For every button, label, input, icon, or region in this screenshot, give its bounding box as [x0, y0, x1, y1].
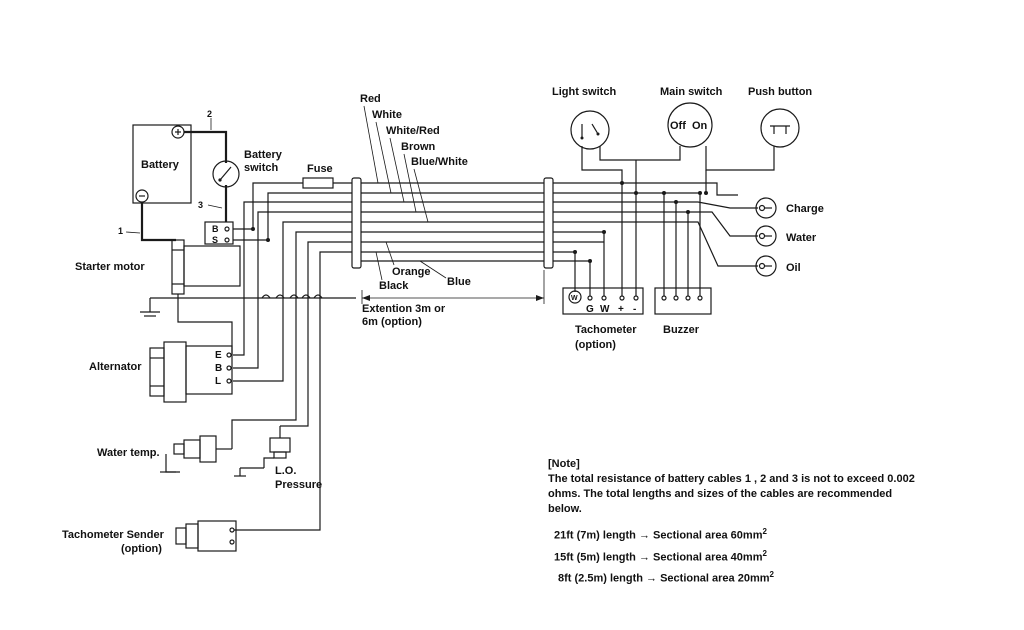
fuse: Fuse [302, 163, 334, 189]
wire-white-red: White/Red [386, 125, 440, 137]
tacho-sender-label-1: Tachometer Sender [62, 529, 165, 541]
extension-label-1: Extention 3m or [362, 303, 446, 315]
alternator: E B L Alternator [89, 341, 233, 403]
push-button-label: Push button [748, 86, 812, 98]
water-temp-sensor: Water temp. [97, 435, 232, 473]
starter-motor: B S Starter motor [75, 221, 241, 295]
note-block: [Note] The total resistance of battery c… [548, 457, 928, 588]
wire-blue-white: Blue/White [411, 156, 468, 168]
battery-cables: 2 3 1 [118, 109, 228, 242]
alt-terminal-l: L [215, 376, 221, 387]
battery-label: Battery [141, 159, 180, 171]
water-temp-label: Water temp. [97, 447, 160, 459]
tach-w-symbol: W [571, 295, 578, 302]
terminal-b: B [212, 224, 219, 234]
cable-1-label: 1 [118, 226, 123, 236]
light-switch[interactable]: Light switch [552, 86, 616, 150]
tacho-sender-label-2: (option) [121, 543, 162, 555]
oil-lamp: Oil [755, 255, 801, 277]
wire-white: White [372, 109, 402, 121]
note-heading: [Note] [548, 458, 580, 470]
water-lamp: Water [755, 225, 817, 247]
tachometer-label-2: (option) [575, 339, 616, 351]
buzzer-label: Buzzer [663, 324, 700, 336]
light-switch-label: Light switch [552, 86, 616, 98]
charge-lamp: Charge [755, 197, 824, 219]
cable-2-label: 2 [207, 109, 212, 119]
wire-blue: Blue [447, 276, 471, 288]
cable-3-label: 3 [198, 200, 203, 210]
water-label: Water [786, 232, 817, 244]
battery: Battery [132, 124, 192, 204]
charge-label: Charge [786, 203, 824, 215]
ground-symbol [140, 298, 160, 317]
buzzer: Buzzer [654, 287, 712, 336]
alt-terminal-e: E [215, 350, 222, 361]
wire-black: Black [379, 280, 409, 292]
starter-motor-label: Starter motor [75, 261, 145, 273]
wire-red: Red [360, 93, 381, 105]
tach-terminal-w: W [600, 304, 610, 315]
main-switch-label: Main switch [660, 86, 723, 98]
wire-orange: Orange [392, 266, 431, 278]
terminal-s: S [212, 235, 218, 245]
push-button[interactable]: Push button [748, 86, 812, 148]
extension-label-2: 6m (option) [362, 316, 422, 328]
tach-terminal-minus: - [633, 304, 636, 315]
lo-label-1: L.O. [275, 465, 296, 477]
battery-switch-label-2: switch [244, 162, 279, 174]
oil-label: Oil [786, 262, 801, 274]
wire-color-labels: Red White White/Red Brown Blue/White Ora… [360, 93, 471, 292]
tach-terminal-g: G [586, 304, 594, 315]
main-switch-on: On [692, 120, 708, 132]
tachometer-label-1: Tachometer [575, 324, 637, 336]
alt-terminal-b: B [215, 363, 222, 374]
main-switch[interactable]: Off On Main switch [660, 86, 723, 148]
wiring-harness-left [150, 182, 356, 531]
spec-row: 15ft (5m) length → Sectional area 40mm2 [554, 548, 767, 564]
spec-row: 21ft (7m) length → Sectional area 60mm2 [554, 527, 767, 542]
main-switch-off: Off [670, 120, 686, 132]
fuse-label: Fuse [307, 163, 333, 175]
lo-pressure-sensor: L.O. Pressure [234, 426, 322, 491]
tach-terminal-plus: + [618, 304, 624, 315]
note-specs: 21ft (7m) length → Sectional area 60mm2 … [554, 523, 928, 588]
alternator-label: Alternator [89, 361, 142, 373]
extension-cable: Extention 3m or 6m (option) [351, 177, 554, 328]
battery-switch-label: Battery [244, 149, 283, 161]
lo-label-2: Pressure [275, 479, 322, 491]
battery-switch: Battery switch [212, 149, 283, 188]
tachometer: W G W + - Tachometer (option) [562, 287, 644, 351]
note-text: The total resistance of battery cables 1… [548, 473, 915, 515]
spec-row: 8ft (2.5m) length → Sectional area 20mm2 [558, 570, 774, 585]
wire-brown: Brown [401, 141, 436, 153]
tachometer-sender: Tachometer Sender (option) [62, 520, 237, 555]
wiring-harness-right [553, 146, 775, 296]
